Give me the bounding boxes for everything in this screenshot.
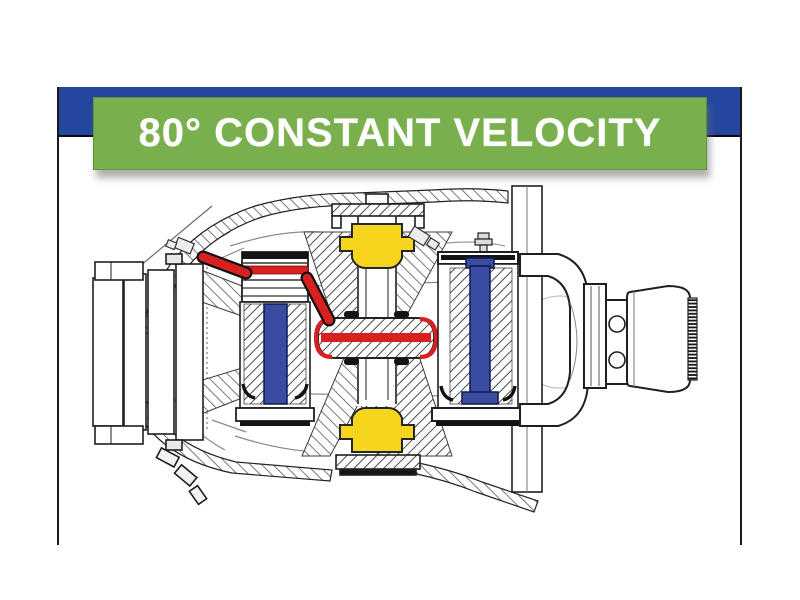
output-yoke-and-shaft: [519, 253, 698, 427]
grease-fitting-left: [165, 236, 195, 255]
left-bearing-assembly: [235, 251, 315, 426]
grease-fitting-right: [407, 225, 441, 251]
bottom-centering-block-yellow: [339, 407, 415, 453]
top-bracket: [331, 193, 425, 229]
shaft-sleeve: [605, 299, 629, 385]
panel-right-border: [740, 87, 742, 545]
right-bearing-assembly: [431, 232, 525, 426]
sleeve-hole-top: [608, 315, 626, 333]
splined-end-cap: [626, 284, 691, 394]
top-centering-block-yellow: [339, 223, 415, 269]
grease-rod-left-red: [198, 252, 251, 278]
cross-grease-channel-red: [321, 333, 431, 342]
input-collar-assembly: [92, 253, 208, 506]
left-bearing-journal-blue: [263, 303, 288, 405]
grease-channel-rods: [165, 225, 441, 327]
page-title: 80° CONSTANT VELOCITY: [138, 111, 662, 155]
title-banner: 80° CONSTANT VELOCITY: [93, 97, 707, 170]
grease-rod-diagonal-red: [302, 273, 334, 325]
output-yoke: [519, 253, 589, 427]
spline-serration: [687, 297, 698, 381]
panel-left-border: [57, 87, 59, 545]
right-bearing-journal-blue: [461, 257, 499, 405]
cross-seals: [344, 311, 409, 365]
sleeve-hole-bottom: [608, 351, 626, 369]
bottom-bracket: [335, 454, 421, 476]
center-cross-assembly: [313, 193, 439, 476]
guard-chain-hook: [155, 446, 208, 506]
grease-zerk: [474, 232, 493, 256]
cross-end-cap-red-right: [419, 316, 439, 360]
collar-ring: [583, 283, 607, 389]
